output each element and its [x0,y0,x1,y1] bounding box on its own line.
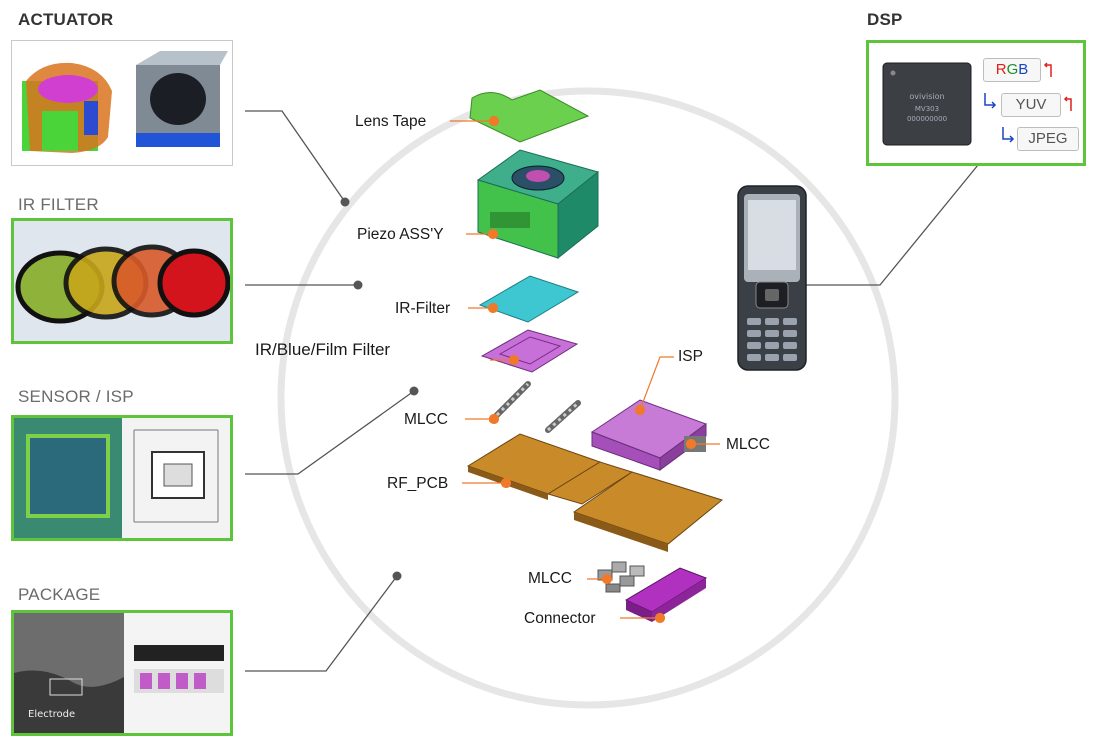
dsp-connector [805,164,979,286]
label-rf-pcb: RF_PCB [387,475,449,492]
film-filter-shape [480,329,579,373]
callout-leaders [450,115,720,624]
chip-code-text: 000000000 [907,115,947,123]
piezo-assembly-shape [476,149,600,260]
label-ir-blue-film: IR/Blue/Film Filter [255,340,391,359]
irfilter-connector-dot [353,280,363,290]
package-illustration: Electrode [14,613,230,733]
ir-filter-illustration [14,221,230,341]
section-title-dsp: DSP [867,10,903,29]
section-title-ir-filter: IR FILTER [18,195,99,214]
actuator-connector-dot [340,197,350,207]
chip-brand-text: ovivision [909,92,944,101]
package-image: Electrode [11,610,233,736]
lens-tape-shape [469,89,590,143]
actuator-illustration [22,51,228,153]
chip-part-text: MV303 [915,105,939,113]
phone-icon [737,185,807,371]
ir-filter-image [11,218,233,344]
label-connector: Connector [524,610,596,627]
sensor-isp-illustration [14,418,230,538]
background-circle [277,87,899,709]
section-title-sensor-isp: SENSOR / ISP [18,387,134,406]
package-connector-dot [392,571,402,581]
label-piezo: Piezo ASS'Y [357,226,444,243]
section-title-package: PACKAGE [18,585,101,604]
chip-icon: ovivision MV303 000000000 [882,62,972,146]
isp-shape [590,399,708,471]
sensor-isp-image [11,415,233,541]
arrow-icon [984,62,1072,143]
ir-filter-shape [478,275,580,323]
mlcc-stick-right [545,400,581,433]
label-ir-filter: IR-Filter [395,300,451,317]
format-rgb: RGB [983,58,1041,82]
sensor-connector [245,390,415,475]
section-title-actuator: ACTUATOR [18,10,114,29]
label-mlcc-top: MLCC [404,411,448,428]
connector-shape [624,567,708,622]
sensor-connector-dot [409,386,419,396]
actuator-connector [245,110,346,203]
label-isp: ISP [678,348,703,365]
mlcc-stick-left [489,381,531,423]
package-electrode-text: Electrode [28,709,75,720]
package-connector [245,575,398,672]
label-mlcc-right: MLCC [726,436,770,453]
dsp-image: ovivision MV303 000000000 RGB YUV JPEG [866,40,1086,166]
format-yuv: YUV [1001,93,1061,117]
format-jpeg: JPEG [1017,127,1079,151]
label-mlcc-bottom: MLCC [528,570,572,587]
label-lens-tape: Lens Tape [355,113,427,130]
actuator-image [11,40,233,166]
rf-pcb-shape [466,433,724,552]
